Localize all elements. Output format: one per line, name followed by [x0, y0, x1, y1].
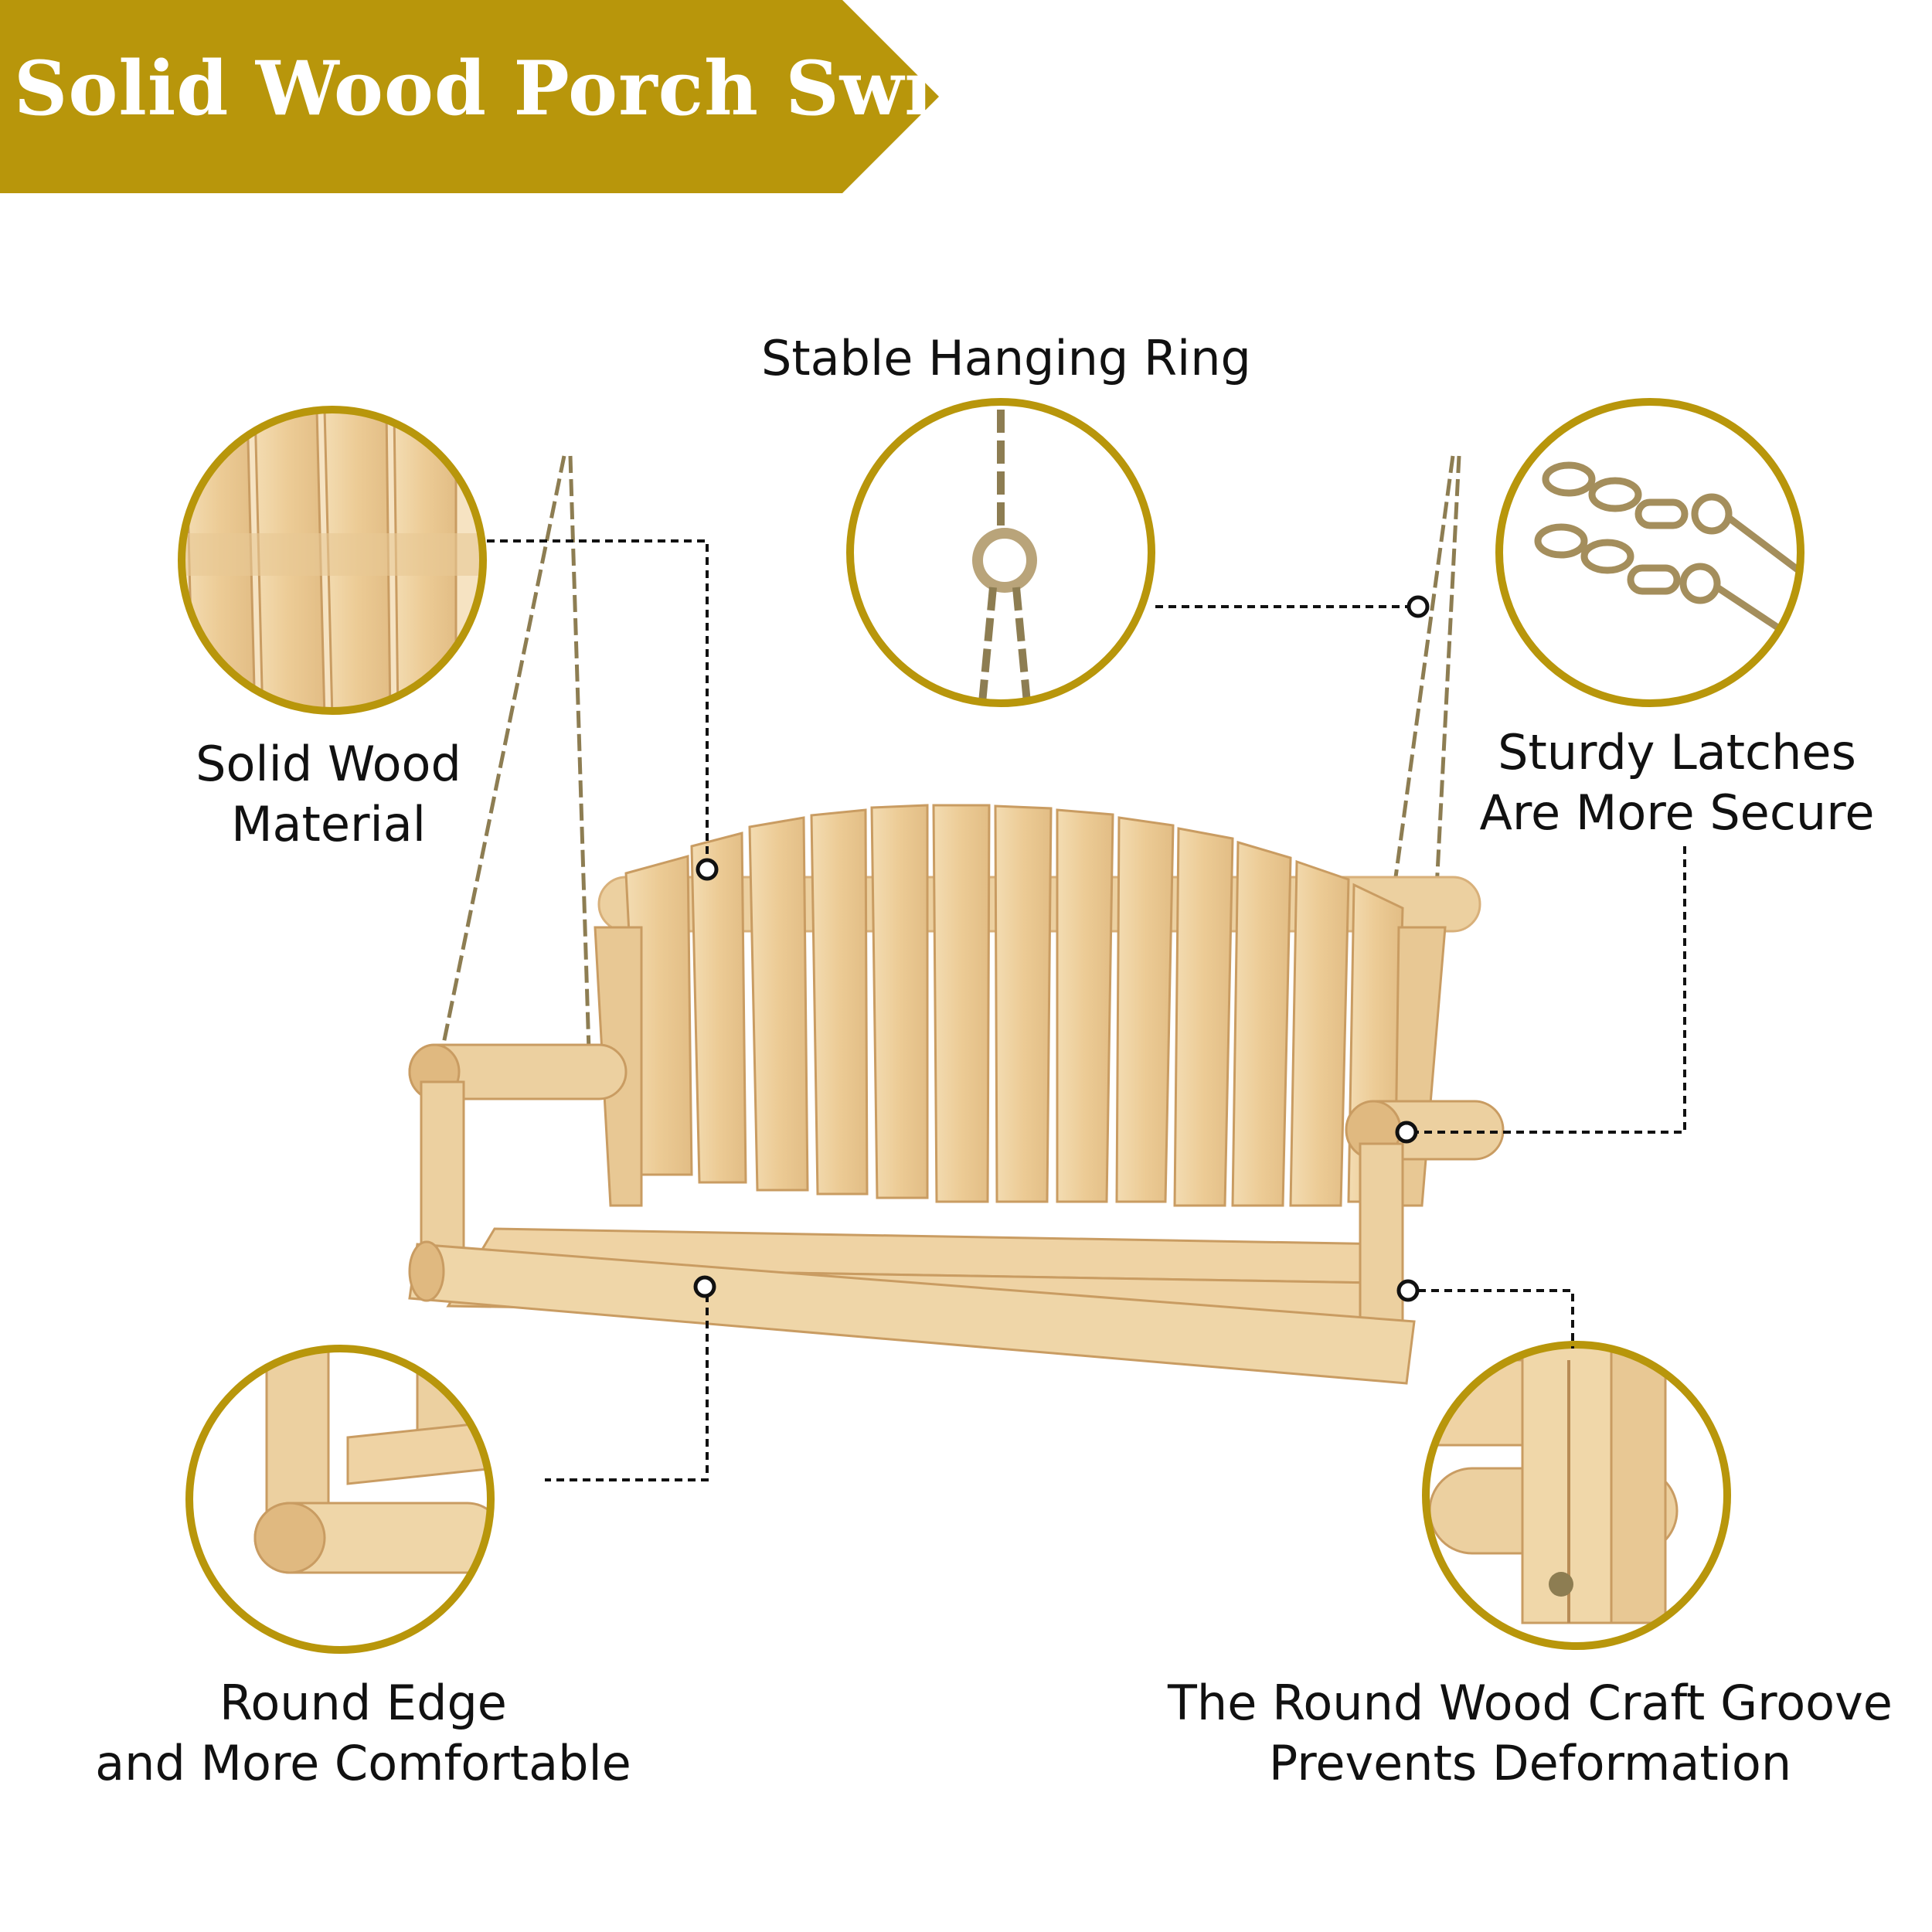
callout-wood-groove	[1422, 1341, 1731, 1650]
label-round-edge: Round Edge and More Comfortable	[85, 1673, 641, 1794]
label-latches-line2: Are More Secure	[1479, 784, 1875, 841]
label-edge-line2: and More Comfortable	[95, 1735, 631, 1791]
label-hanging-ring: Stable Hanging Ring	[761, 328, 1251, 389]
porch-swing-product	[408, 804, 1505, 1385]
callout-hanging-ring	[846, 398, 1155, 707]
label-hanging-ring-text: Stable Hanging Ring	[761, 330, 1251, 386]
label-latches-line1: Sturdy Latches	[1498, 724, 1856, 781]
callout-wood-material	[178, 406, 487, 715]
label-edge-line1: Round Edge	[219, 1675, 507, 1731]
banner-title: Solid Wood Porch Swing	[14, 45, 1041, 132]
label-groove-line1: The Round Wood Craft Groove	[1168, 1675, 1893, 1731]
label-sturdy-latches: Sturdy Latches Are More Secure	[1468, 723, 1886, 843]
callout-round-edge	[185, 1345, 495, 1654]
callout-sturdy-latches	[1495, 398, 1804, 707]
label-groove-line2: Prevents Deformation	[1268, 1735, 1792, 1791]
anchor-dots	[693, 595, 1430, 1302]
leader-lines	[487, 539, 1686, 1481]
label-wood-line1: Solid Wood	[196, 736, 461, 792]
label-wood-groove: The Round Wood Craft Groove Prevents Def…	[1144, 1673, 1917, 1794]
label-wood-line2: Material	[231, 796, 426, 852]
title-banner	[0, 0, 939, 193]
label-wood-material: Solid Wood Material	[170, 734, 487, 855]
